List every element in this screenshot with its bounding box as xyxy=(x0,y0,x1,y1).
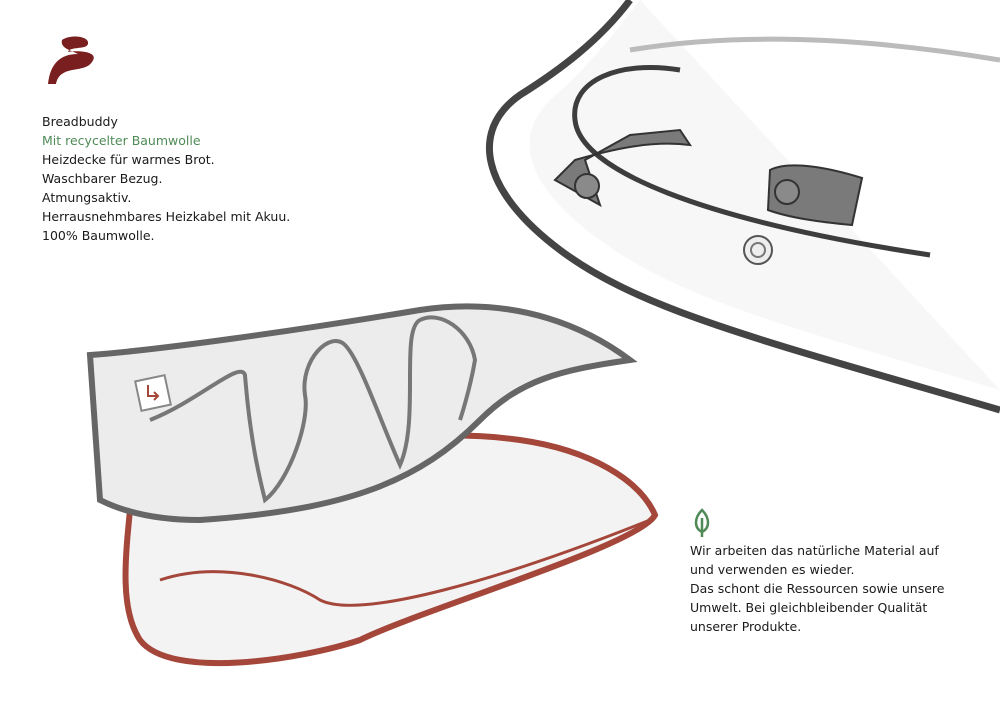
sustainability-text: Wir arbeiten das natürliche Material auf… xyxy=(690,541,944,636)
sustainability-line: Das schont die Ressourcen sowie unsere xyxy=(690,581,945,596)
bread-bowl-illustration xyxy=(485,0,1000,414)
sustainability-line: und verwenden es wieder. xyxy=(690,562,855,577)
product-highlight: Mit recycelter Baumwolle xyxy=(42,133,201,148)
feature-item: Atmungsaktiv. xyxy=(42,190,132,205)
sustainability-line: Umwelt. Bei gleichbleibender Qualität xyxy=(690,600,928,615)
feature-item: Waschbarer Bezug. xyxy=(42,171,163,186)
feature-item: Heizdecke für warmes Brot. xyxy=(42,152,215,167)
leaf-icon xyxy=(694,508,710,537)
heating-blanket-illustration xyxy=(86,303,638,524)
sustainability-line: unserer Produkte. xyxy=(690,619,802,634)
feature-item: Herrausnehmbares Heizkabel mit Akuu. xyxy=(42,209,291,224)
tchibo-logo-icon xyxy=(48,36,94,84)
sustainability-line: Wir arbeiten das natürliche Material auf xyxy=(690,543,939,558)
product-name: Breadbuddy xyxy=(42,114,118,129)
feature-item: 100% Baumwolle. xyxy=(42,228,155,243)
product-description: Breadbuddy Mit recycelter Baumwolle Heiz… xyxy=(42,112,290,245)
